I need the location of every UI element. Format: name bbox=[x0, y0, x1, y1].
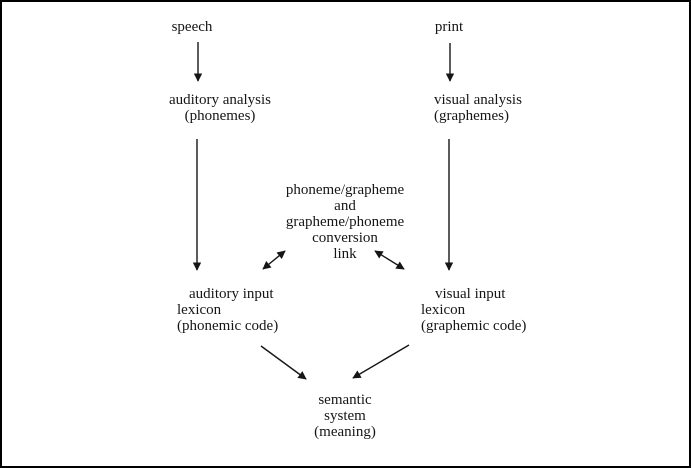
node-visual-lexicon-line1: visual input bbox=[435, 286, 506, 302]
arrow-auditory-lexicon-to-semantic-system bbox=[260, 345, 307, 380]
node-conversion-link: phoneme/grapheme and grapheme/phoneme co… bbox=[286, 182, 404, 262]
double-arrow-auditory-lexicon-conversion-link bbox=[262, 250, 286, 270]
node-print: print bbox=[435, 19, 463, 35]
node-conversion-link-line4: conversion bbox=[312, 230, 378, 246]
node-auditory-lexicon: auditory input lexicon (phonemic code) bbox=[177, 286, 278, 334]
node-auditory-lexicon-line3: (phonemic code) bbox=[177, 318, 279, 334]
node-print-label: print bbox=[434, 19, 464, 35]
node-visual-analysis: visual analysis (graphemes) bbox=[434, 92, 522, 124]
node-visual-analysis-label: visual analysis bbox=[434, 92, 522, 108]
node-speech: speech bbox=[172, 19, 213, 35]
node-conversion-link-line1: phoneme/grapheme bbox=[285, 182, 405, 198]
node-visual-lexicon: visual input lexicon (graphemic code) bbox=[421, 286, 526, 334]
node-speech-label: speech bbox=[171, 19, 213, 35]
node-semantic-system-line3: (meaning) bbox=[314, 424, 376, 440]
node-semantic-system-line1: semantic bbox=[318, 392, 372, 408]
node-auditory-lexicon-line2: lexicon bbox=[177, 302, 222, 318]
node-conversion-link-line3: grapheme/phoneme bbox=[285, 214, 405, 230]
node-semantic-system: semantic system (meaning) bbox=[314, 392, 376, 440]
arrow-visual-lexicon-to-semantic-system bbox=[352, 344, 410, 379]
node-auditory-lexicon-line1: auditory input bbox=[189, 286, 274, 302]
node-auditory-analysis: auditory analysis (phonemes) bbox=[169, 92, 271, 124]
node-visual-lexicon-line3: (graphemic code) bbox=[421, 318, 527, 334]
node-conversion-link-line2: and bbox=[334, 198, 356, 214]
node-semantic-system-line2: system bbox=[324, 408, 366, 424]
node-auditory-analysis-label: auditory analysis bbox=[168, 92, 272, 108]
node-conversion-link-line5: link bbox=[333, 246, 357, 262]
node-visual-lexicon-line2: lexicon bbox=[421, 302, 466, 318]
double-arrow-conversion-link-visual-lexicon bbox=[374, 250, 405, 270]
node-visual-analysis-sublabel: (graphemes) bbox=[434, 108, 509, 124]
node-auditory-analysis-sublabel: (phonemes) bbox=[184, 108, 256, 124]
